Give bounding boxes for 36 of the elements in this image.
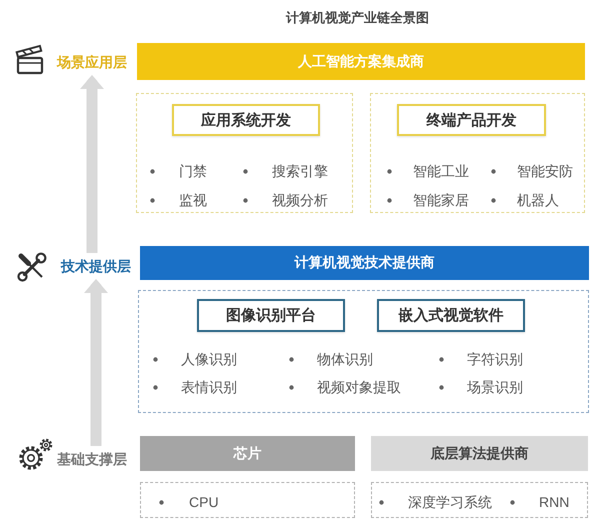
- dashed-panel: [371, 482, 588, 518]
- list-item: 字符识别: [467, 350, 523, 369]
- arrow: [84, 279, 108, 446]
- list-item: 场景识别: [467, 378, 523, 397]
- dashed-panel: [370, 93, 585, 213]
- list-item: 物体识别: [317, 350, 373, 369]
- section-header: 应用系统开发: [172, 104, 320, 136]
- list-item: 智能工业: [413, 162, 469, 181]
- list-item: 深度学习系统: [408, 493, 492, 512]
- section-header: 图像识别平台: [197, 299, 345, 332]
- arrow: [80, 75, 104, 253]
- list-item: RNN: [539, 493, 570, 512]
- layer-label: 场景应用层: [57, 52, 127, 72]
- list-item: 视频对象提取: [317, 378, 401, 397]
- dashed-panel: [136, 93, 353, 213]
- list-item: 人像识别: [181, 350, 237, 369]
- list-item: 视频分析: [272, 191, 328, 210]
- layer-label: 技术提供层: [61, 256, 131, 276]
- header-bar: 计算机视觉技术提供商: [140, 246, 589, 280]
- list-item: 搜索引擎: [272, 162, 328, 181]
- list-item: 表情识别: [181, 378, 237, 397]
- header-bar: 底层算法提供商: [371, 436, 588, 471]
- section-header: 嵌入式视觉软件: [377, 299, 525, 332]
- layer-label: 基础支撑层: [57, 449, 127, 469]
- header-bar: 人工智能方案集成商: [137, 43, 585, 80]
- dashed-panel: [140, 482, 355, 518]
- list-item: 监视: [179, 191, 207, 210]
- list-item: CPU: [189, 493, 219, 512]
- section-header: 终端产品开发: [397, 104, 546, 136]
- dashed-panel: [138, 290, 589, 413]
- list-item: 门禁: [179, 162, 207, 181]
- header-bar: 芯片: [140, 436, 355, 471]
- list-item: 智能家居: [413, 191, 469, 210]
- diagram-title: 计算机视觉产业链全景图: [286, 10, 429, 25]
- list-item: 智能安防: [517, 162, 573, 181]
- list-item: 机器人: [517, 191, 559, 210]
